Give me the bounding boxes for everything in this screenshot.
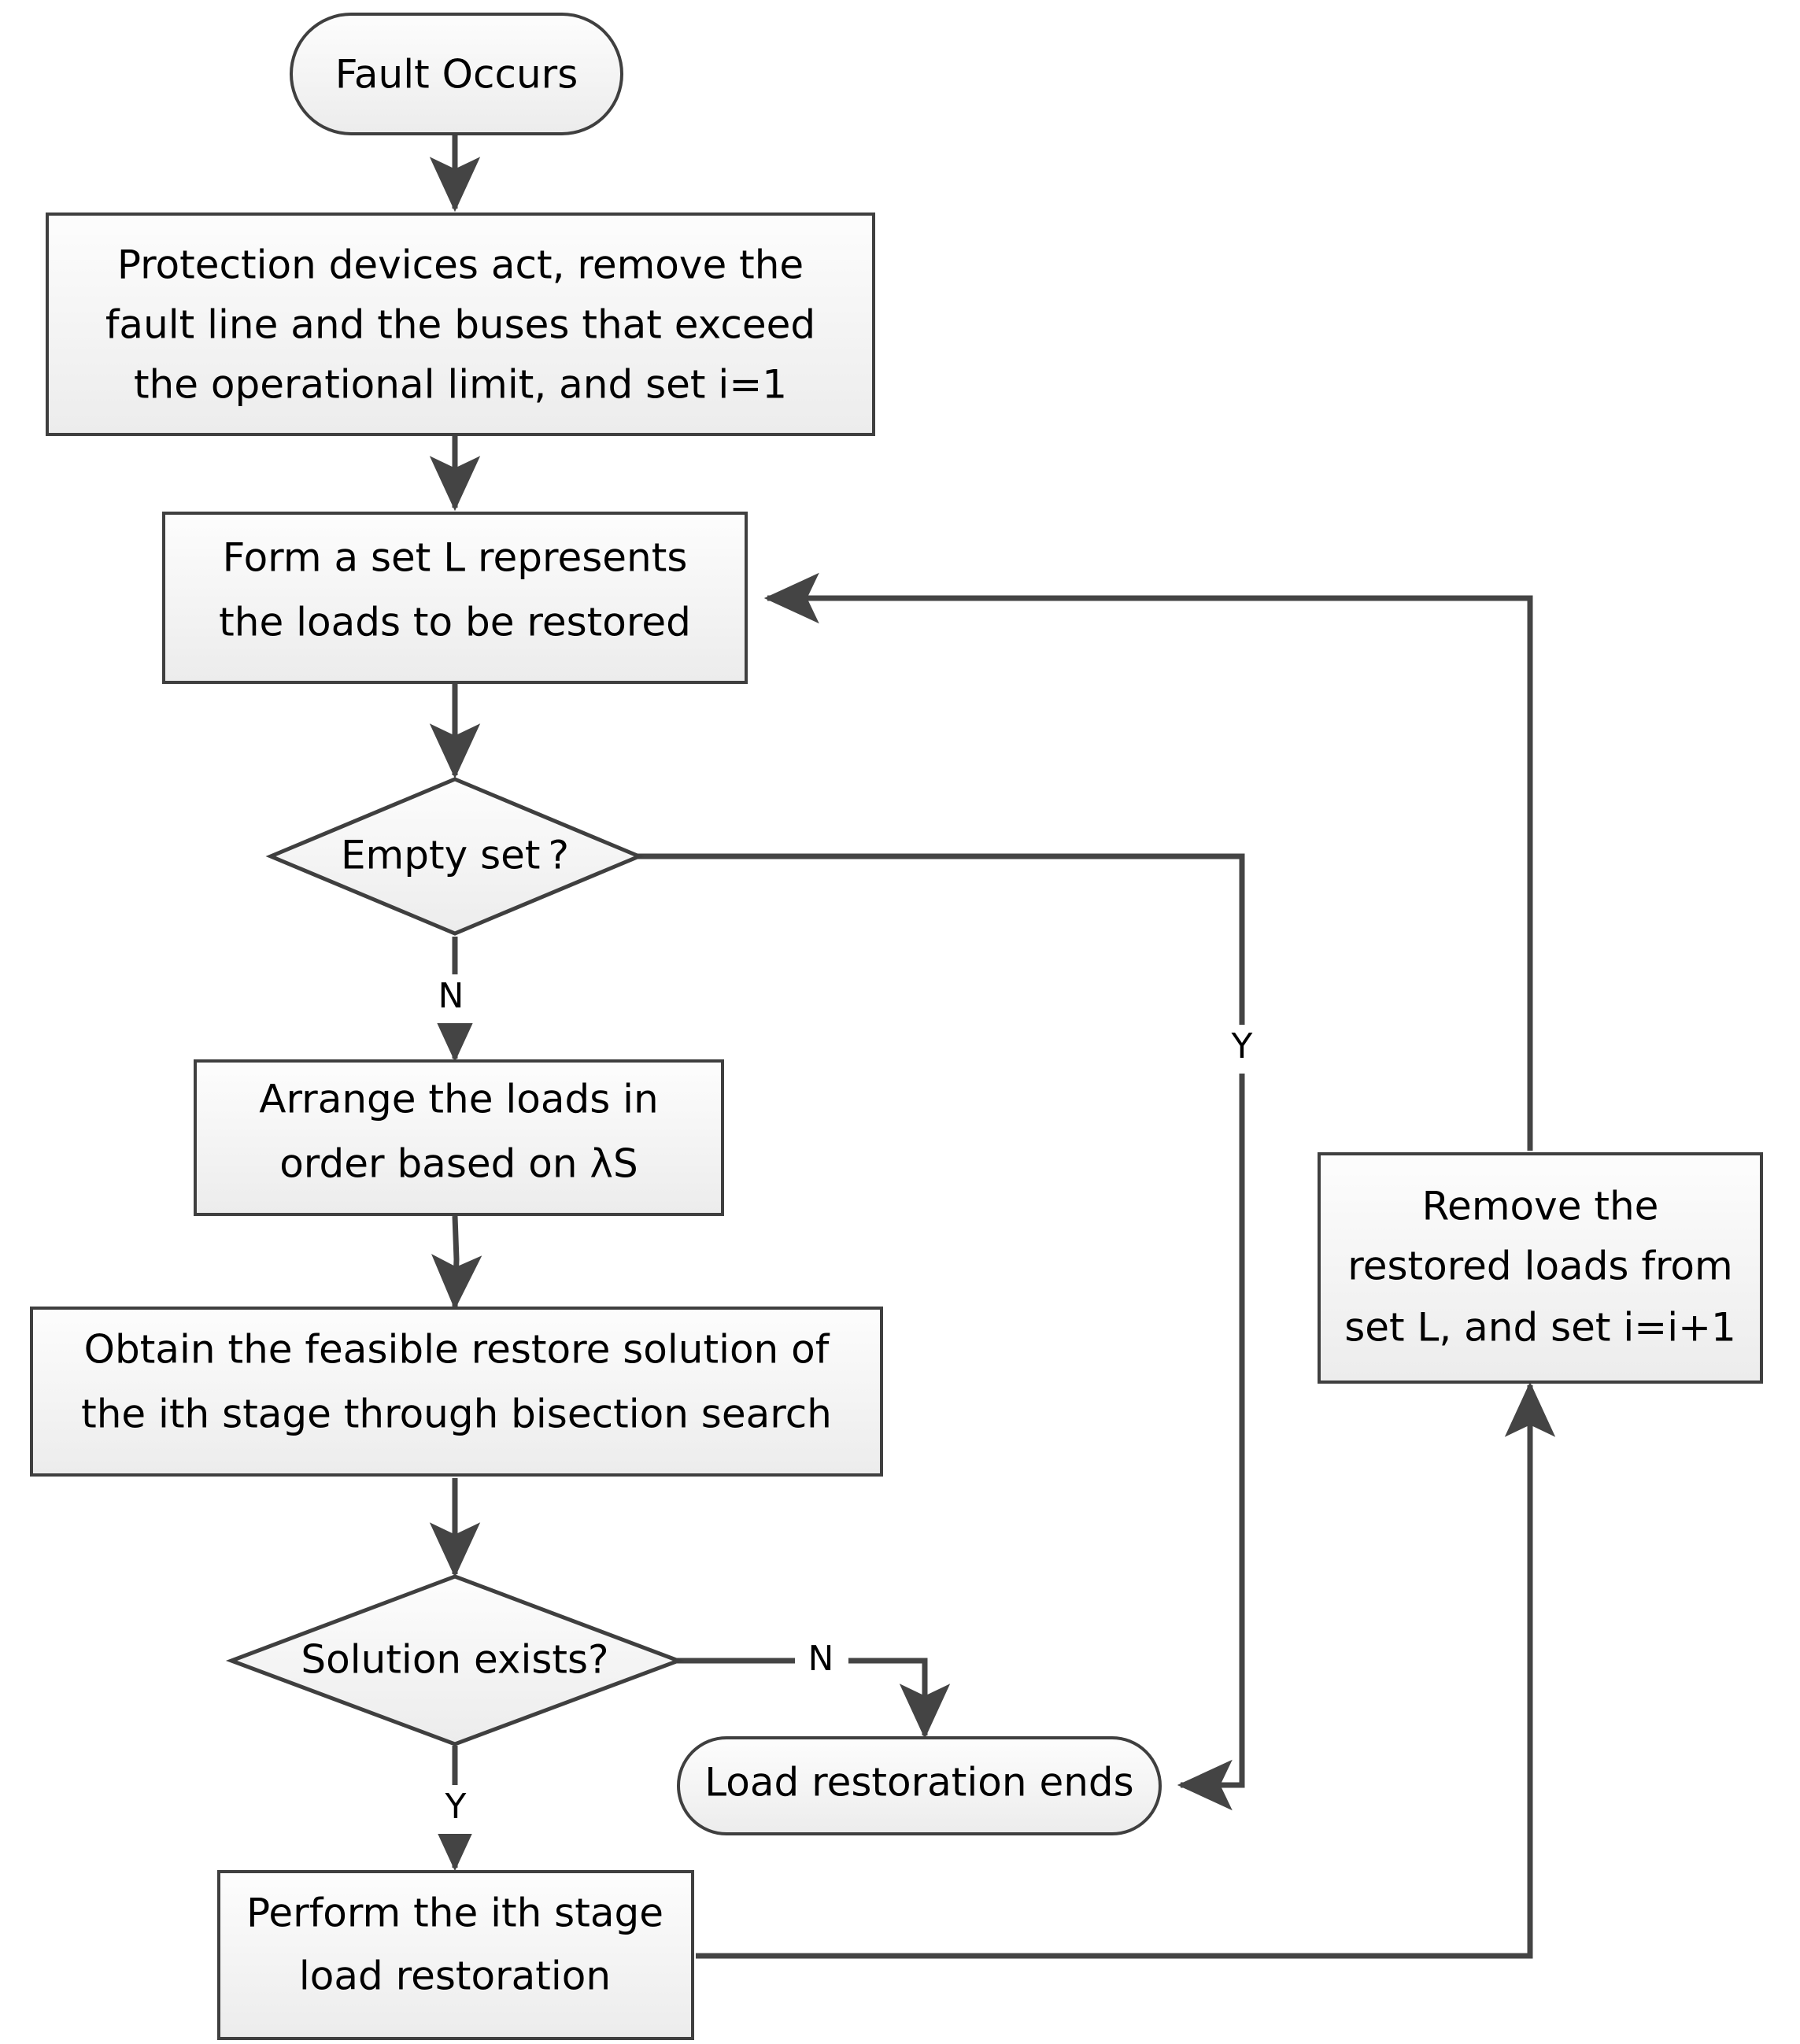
node-remove-line-2: restored loads from xyxy=(1347,1244,1732,1289)
edge-label-solution-yes: Y xyxy=(429,1785,482,1834)
node-obtain-line-2: the ith stage through bisection search xyxy=(81,1392,832,1437)
node-empty-set-decision[interactable]: Empty set ? xyxy=(265,777,645,936)
node-perform-line-2: load restoration xyxy=(299,1953,611,1999)
node-remove-line-1: Remove the xyxy=(1422,1184,1659,1229)
node-form-set-line-1: Form a set L represents xyxy=(223,535,688,581)
node-perform-restoration[interactable]: Perform the ith stage load restoration xyxy=(217,1870,694,2040)
edge-label-empty-set-no: N xyxy=(425,974,482,1023)
node-solution-exists-label: Solution exists? xyxy=(301,1637,608,1683)
node-form-set-line-2: the loads to be restored xyxy=(219,600,691,645)
node-obtain-line-1: Obtain the feasible restore solution of xyxy=(84,1327,830,1373)
connector-solution-no-to-end xyxy=(677,1658,951,1739)
node-remove-restored-loads[interactable]: Remove the restored loads from set L, an… xyxy=(1318,1152,1763,1384)
node-protection-line-1: Protection devices act, remove the xyxy=(117,242,804,288)
connector-arrange-to-obtain xyxy=(431,1215,482,1310)
edge-label-empty-set-yes: Y xyxy=(1216,1025,1270,1074)
edge-label-empty-set-no-text: N xyxy=(438,976,464,1016)
edge-label-empty-set-yes-text: Y xyxy=(1231,1026,1253,1066)
node-end-label: Load restoration ends xyxy=(704,1760,1133,1806)
node-obtain-solution[interactable]: Obtain the feasible restore solution of … xyxy=(30,1307,883,1477)
edge-label-solution-no: N xyxy=(795,1637,848,1686)
node-protection-devices[interactable]: Protection devices act, remove the fault… xyxy=(46,213,875,436)
node-empty-set-label: Empty set ? xyxy=(341,833,569,878)
node-arrange-loads[interactable]: Arrange the loads in order based on λS xyxy=(194,1059,724,1216)
node-start[interactable]: Fault Occurs xyxy=(290,13,623,135)
node-solution-exists-decision[interactable]: Solution exists? xyxy=(225,1574,685,1746)
node-protection-line-3: the operational limit, and set i=1 xyxy=(134,362,787,408)
node-start-label: Fault Occurs xyxy=(335,52,578,98)
node-end[interactable]: Load restoration ends xyxy=(677,1736,1162,1835)
edge-label-solution-no-text: N xyxy=(808,1639,834,1679)
node-remove-line-3: set L, and set i=i+1 xyxy=(1344,1305,1736,1351)
node-protection-line-2: fault line and the buses that exceed xyxy=(105,302,815,348)
connector-emptyset-yes-to-end xyxy=(638,853,1245,1811)
edge-label-solution-yes-text: Y xyxy=(445,1787,467,1827)
node-perform-line-1: Perform the ith stage xyxy=(246,1891,663,1936)
connector-remove-to-formset xyxy=(763,572,1533,1151)
node-arrange-line-1: Arrange the loads in xyxy=(259,1077,659,1122)
node-form-set[interactable]: Form a set L represents the loads to be … xyxy=(162,512,748,684)
connector-perform-to-remove xyxy=(696,1381,1556,1959)
node-arrange-line-2: order based on λS xyxy=(279,1141,638,1187)
